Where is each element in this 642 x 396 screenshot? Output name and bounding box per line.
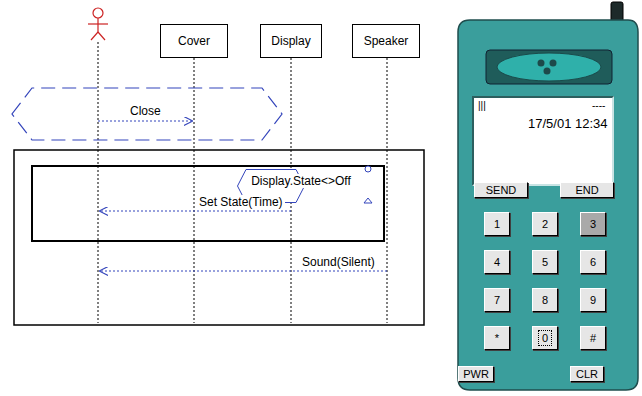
message-label: Close xyxy=(128,104,163,118)
phone-key: 4 xyxy=(484,250,510,274)
actor-figure xyxy=(88,8,108,40)
node-label: 1 xyxy=(494,218,500,230)
node-label: 0 xyxy=(540,332,550,344)
node-label: 2 xyxy=(542,218,548,230)
message-label: Set State(Time) xyxy=(197,195,285,209)
node-label: 3 xyxy=(590,218,596,230)
phone-button: SEND xyxy=(474,182,528,198)
message-arrow xyxy=(100,211,291,212)
node-label: 9 xyxy=(590,294,596,306)
object-box: Display xyxy=(260,24,322,58)
node-label: PWR xyxy=(463,368,489,380)
node-label: Display xyxy=(271,34,310,48)
node-label: Display.State<>Off xyxy=(250,174,352,188)
node-label: * xyxy=(495,332,499,344)
guard-condition: Display.State<>Off xyxy=(237,169,365,193)
phone-key: 1 xyxy=(484,212,510,236)
node-label: 8 xyxy=(542,294,548,306)
phone-key: 0 xyxy=(532,326,558,350)
object-box: Cover xyxy=(160,24,228,58)
screen-text: 17/5/01 12:34 xyxy=(528,116,608,131)
phone-key: 7 xyxy=(484,288,510,312)
message-label: Sound(Silent) xyxy=(300,255,377,269)
object-box: Speaker xyxy=(352,24,420,58)
phone-illustration xyxy=(458,2,638,390)
screen-text: ---- xyxy=(592,100,605,111)
phone-key: * xyxy=(484,326,510,350)
phone-key: 8 xyxy=(532,288,558,312)
condition-frame xyxy=(12,88,282,140)
phone-key: 6 xyxy=(580,250,606,274)
node-label: SEND xyxy=(486,184,517,196)
node-label: 6 xyxy=(590,256,596,268)
phone-key: # xyxy=(580,326,606,350)
phone-button: CLR xyxy=(570,366,604,382)
screen-text: ||| xyxy=(478,100,486,111)
lifelines xyxy=(98,42,387,323)
node-label: Cover xyxy=(178,34,210,48)
node-label: Speaker xyxy=(364,34,409,48)
node-label: 7 xyxy=(494,294,500,306)
message-arrow xyxy=(98,121,192,122)
phone-button: PWR xyxy=(458,366,494,382)
outer-frame xyxy=(14,150,424,325)
inner-frame xyxy=(32,166,384,241)
message-arrow xyxy=(100,271,387,272)
phone-key: 5 xyxy=(532,250,558,274)
node-label: 4 xyxy=(494,256,500,268)
node-label: 5 xyxy=(542,256,548,268)
node-label: # xyxy=(590,332,596,344)
phone-key: 3 xyxy=(580,212,606,236)
node-label: CLR xyxy=(576,368,598,380)
node-label: END xyxy=(575,184,598,196)
phone-key: 2 xyxy=(532,212,558,236)
phone-key: 9 xyxy=(580,288,606,312)
phone-button: END xyxy=(560,182,614,198)
phone-screen: ||| ---- 17/5/01 12:34 xyxy=(472,96,614,186)
